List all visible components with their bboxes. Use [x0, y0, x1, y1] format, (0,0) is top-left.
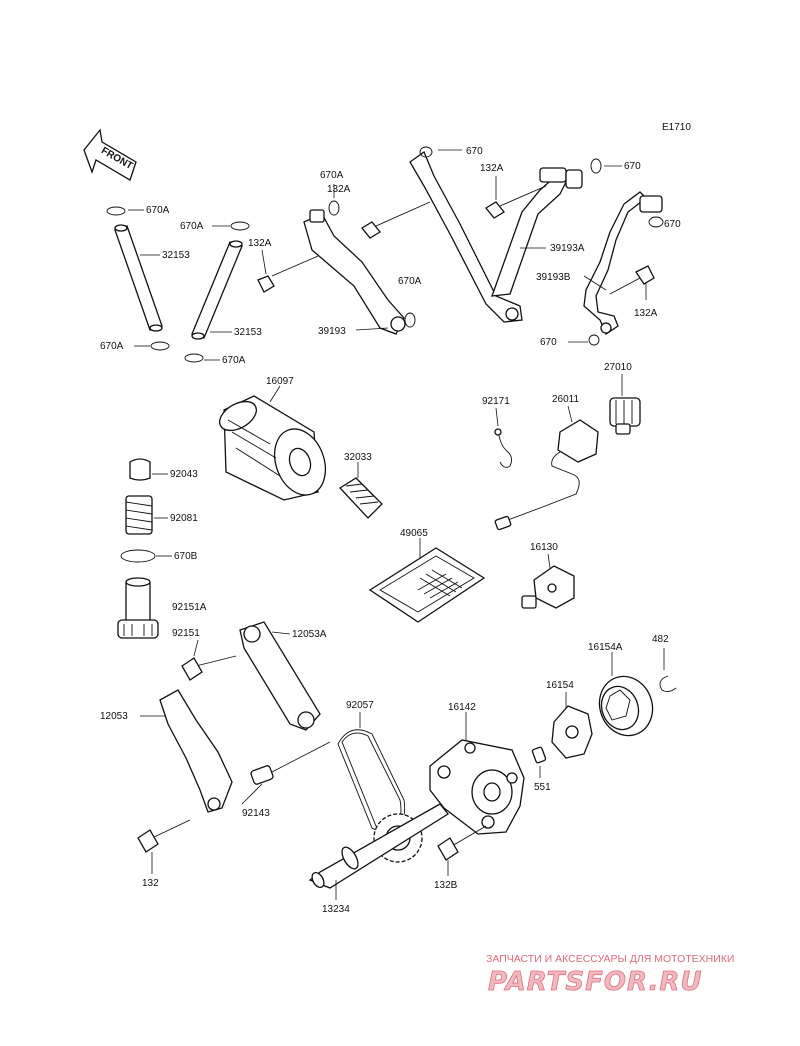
label-16142: 16142: [448, 702, 476, 713]
label-670A-6: 670A: [398, 276, 422, 287]
label-670-1: 670: [466, 146, 483, 157]
label-92143: 92143: [242, 808, 270, 819]
watermark-tagline: ЗАПЧАСТИ И АКСЕССУАРЫ ДЛЯ МОТОТЕХНИКИ: [486, 953, 734, 965]
label-132A-3: 132A: [480, 163, 504, 174]
oil-pump-16142: [429, 739, 525, 835]
label-670A-1: 670A: [146, 205, 170, 216]
label-670A-4: 670A: [222, 355, 246, 366]
label-32153-2: 32153: [234, 327, 262, 338]
label-32033: 32033: [344, 452, 372, 463]
o-ring-670B: [120, 549, 156, 563]
inner-rotor-16154: [551, 705, 593, 759]
chain-guide-12053A: [239, 621, 321, 731]
switch-27010: [609, 397, 641, 435]
wire-clip-92171: [494, 428, 513, 468]
watermark-brand: PARTSFOR.RU: [488, 967, 702, 997]
spring-32033: [338, 477, 383, 519]
fitting-16130: [521, 565, 575, 609]
label-16097: 16097: [266, 376, 294, 387]
label-12053: 12053: [100, 711, 128, 722]
chain-guide-12053: [159, 689, 233, 813]
label-92151: 92151: [172, 628, 200, 639]
label-16154: 16154: [546, 680, 574, 691]
bolt-132A-d: [609, 265, 655, 295]
label-482: 482: [652, 634, 669, 645]
cap-92043: [129, 458, 151, 481]
label-132A-4: 132A: [634, 308, 658, 319]
label-27010: 27010: [604, 362, 632, 373]
label-132A-1: 132A: [327, 184, 351, 195]
plug-92151A: [117, 577, 159, 639]
label-92151A: 92151A: [172, 602, 207, 613]
spring-92081: [125, 495, 153, 535]
oil-pipe-39193: [303, 200, 416, 335]
label-670A-5: 670A: [320, 170, 344, 181]
label-13234: 13234: [322, 904, 350, 915]
label-670-3: 670: [664, 219, 681, 230]
label-92081: 92081: [170, 513, 198, 524]
label-32153-1: 32153: [162, 250, 190, 261]
label-16154A: 16154A: [588, 642, 623, 653]
oil-pipe-39193B: [583, 191, 664, 346]
collar-92143: [250, 741, 331, 785]
label-670A-2: 670A: [180, 221, 204, 232]
bolt-92151: [181, 655, 237, 681]
pin-551: [531, 746, 547, 764]
oil-pipe-32153-right: [184, 221, 250, 363]
label-92057: 92057: [346, 700, 374, 711]
label-670B: 670B: [174, 551, 198, 562]
label-670A-3: 670A: [100, 341, 124, 352]
label-39193A: 39193A: [550, 243, 585, 254]
label-551: 551: [534, 782, 551, 793]
oil-filter-16097: [219, 395, 327, 501]
bolt-132: [137, 819, 191, 853]
oil-pipe-32153-left: [106, 206, 170, 351]
bolt-132A-b: [361, 201, 431, 239]
front-arrow-icon: FRONT: [83, 128, 137, 181]
label-132A-2: 132A: [248, 238, 272, 249]
label-26011: 26011: [552, 394, 580, 405]
shaft-13234: [308, 803, 449, 889]
label-16130: 16130: [530, 542, 558, 553]
label-92171: 92171: [482, 396, 510, 407]
bolt-132B: [437, 825, 487, 861]
label-49065: 49065: [400, 528, 428, 539]
sensor-26011: [494, 419, 599, 531]
label-39193: 39193: [318, 326, 346, 337]
circlip-482: [659, 675, 677, 693]
label-132B: 132B: [434, 880, 458, 891]
label-92043: 92043: [170, 469, 198, 480]
label-670-2: 670: [624, 161, 641, 172]
label-39193B: 39193B: [536, 272, 571, 283]
oil-pipe-39193A: [409, 146, 602, 323]
diagram-code: E1710: [662, 122, 691, 133]
outer-rotor-16154A: [598, 675, 654, 737]
bolt-132A-c: [485, 185, 547, 219]
label-132: 132: [142, 878, 159, 889]
bolt-132A-a: [257, 255, 319, 293]
oil-cooler-core-49065: [368, 547, 486, 623]
label-12053A: 12053A: [292, 629, 327, 640]
label-670-4: 670: [540, 337, 557, 348]
